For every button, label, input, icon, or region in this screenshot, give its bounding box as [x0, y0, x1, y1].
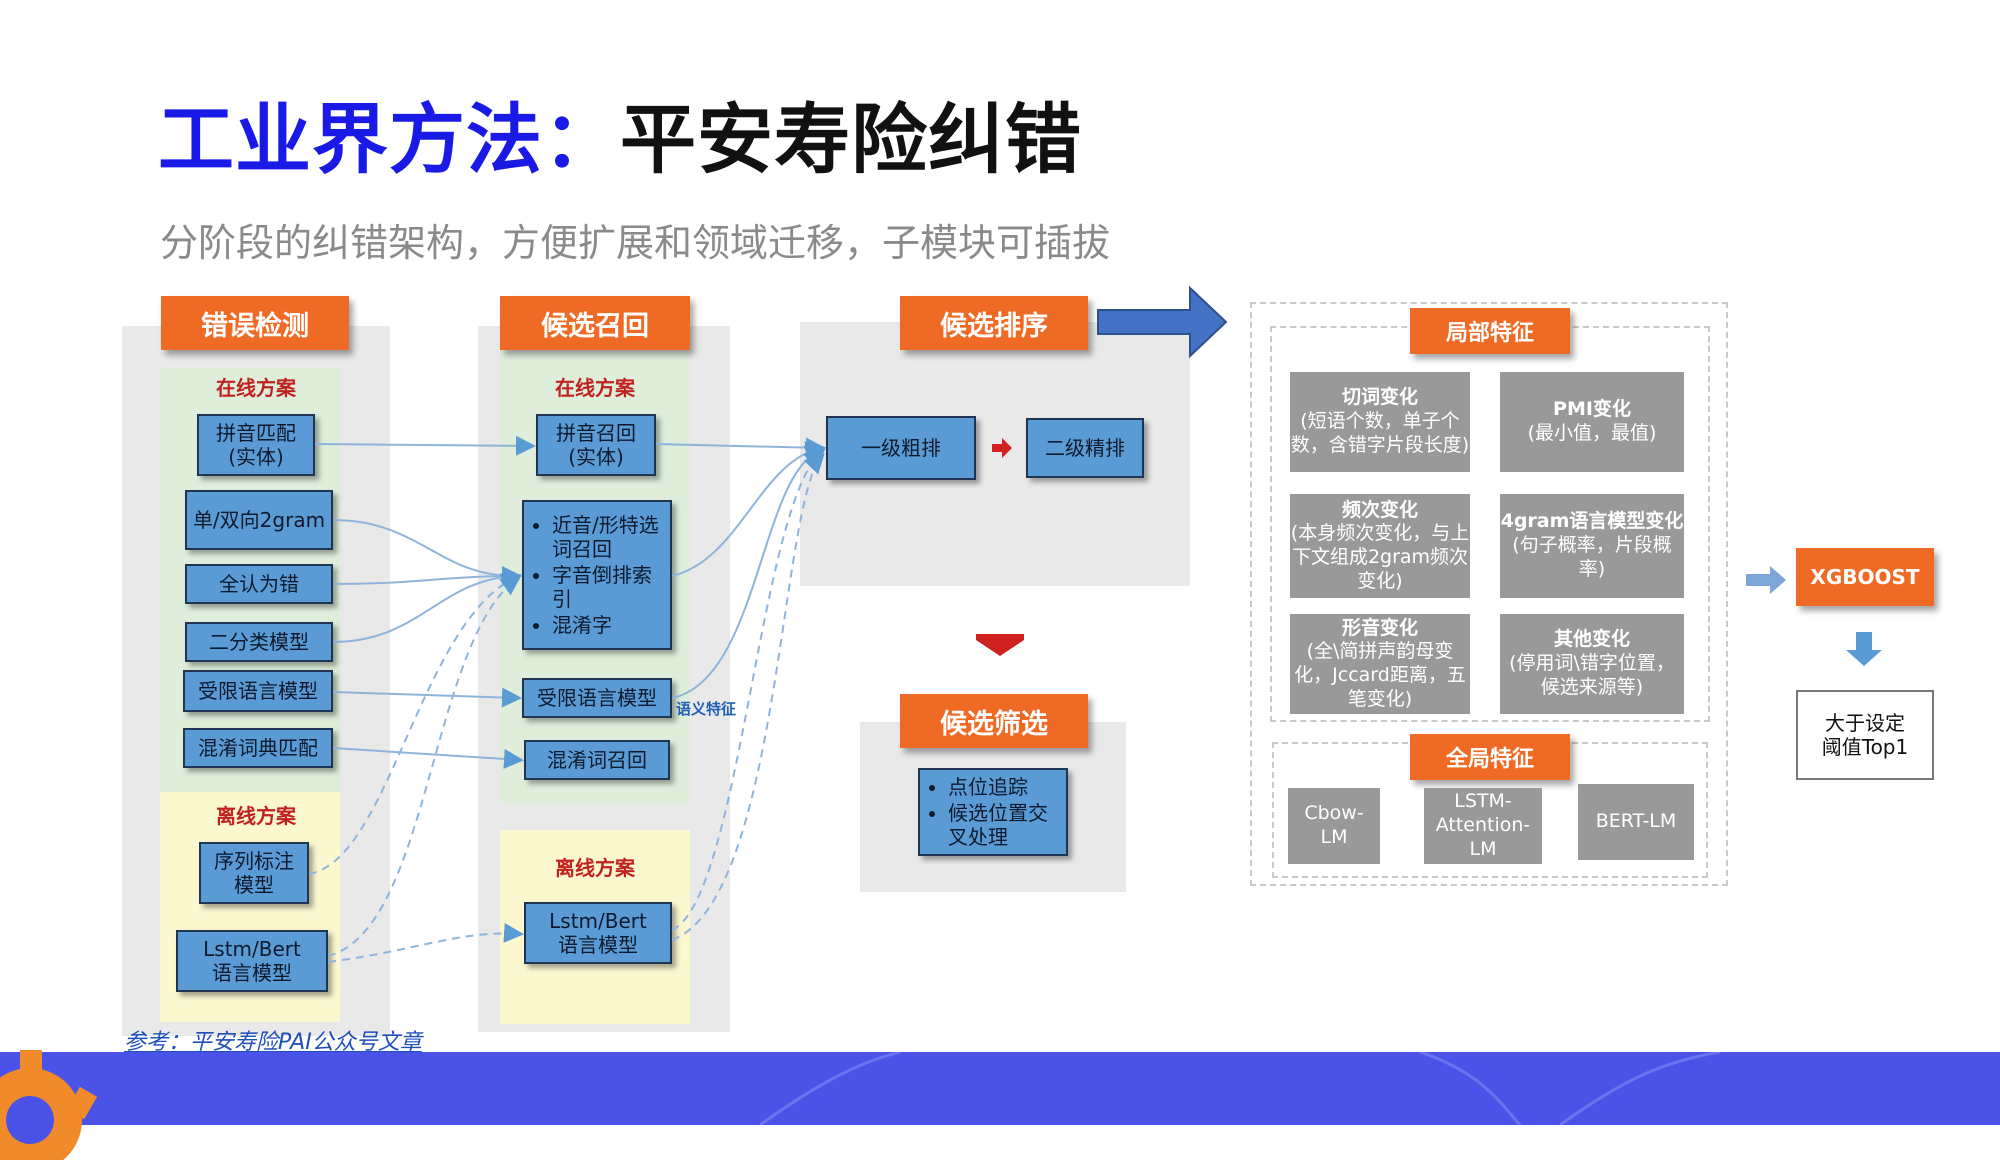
feature-card-pmi: PMI变化 (最小值，最值)	[1500, 372, 1684, 472]
recall-bullets-box: 近音/形特选词召回 字音倒排索引 混淆字	[522, 500, 672, 650]
ranking-header: 候选排序	[900, 296, 1088, 350]
ranking-stage2-box: 二级精排	[1026, 418, 1144, 478]
ranking-stage1-box: 一级粗排	[826, 416, 976, 480]
feature-card-body: (句子概率，片段概率)	[1512, 534, 1672, 580]
feature-card-body: (全\简拼声韵母变化，Jccard距离，五笔变化)	[1294, 640, 1466, 710]
connector-arrow	[332, 687, 522, 708]
feature-card-other: 其他变化 (停用词\错字位置，候选来源等)	[1500, 614, 1684, 714]
recall-bullet: 混淆字	[552, 613, 670, 637]
solid-connectors	[314, 435, 826, 769]
detect-seq-label-box: 序列标注 模型	[199, 842, 309, 904]
detect-2gram-box: 单/双向2gram	[185, 490, 333, 550]
feature-card-body: (停用词\错字位置，候选来源等)	[1509, 652, 1675, 698]
big-right-arrow	[1097, 285, 1228, 359]
connector-layer	[308, 285, 1882, 963]
footer-band	[0, 1052, 2000, 1125]
feature-card-title: 4gram语言模型变化	[1500, 510, 1684, 533]
detection-online-label: 在线方案	[216, 376, 296, 400]
global-features-header: 全局特征	[1410, 734, 1570, 780]
feature-card-title: 切词变化	[1341, 386, 1418, 409]
connector-arrow	[332, 566, 522, 643]
global-cbow-lm: Cbow- LM	[1288, 788, 1380, 864]
detection-offline-label: 离线方案	[216, 804, 296, 828]
global-bert-lm: BERT-LM	[1578, 784, 1694, 860]
detect-allwrong-box: 全认为错	[185, 564, 333, 604]
recall-header: 候选召回	[500, 296, 690, 350]
threshold-box: 大于设定 阈值Top1	[1796, 690, 1934, 780]
feature-card-title: 频次变化	[1341, 498, 1418, 521]
recall-confusion-box: 混淆词召回	[524, 740, 670, 780]
filtering-bullet-list: 点位追踪 候选位置交叉处理	[920, 773, 1066, 851]
reference-link[interactable]: 参考：平安寿险PAI公众号文章	[124, 1030, 422, 1055]
connector-arrow	[671, 445, 826, 699]
feature-card-title: 其他变化	[1553, 628, 1630, 651]
connector-arrow	[671, 453, 825, 941]
title-black: 平安寿险纠错	[620, 95, 1082, 184]
detect-pinyin-box: 拼音匹配 (实体)	[197, 414, 315, 476]
detect-binary-box: 二分类模型	[185, 622, 333, 662]
feature-card-cut: 切词变化 (短语个数，单子个数，含错字片段长度)	[1290, 372, 1470, 472]
semantic-feature-label: 语义特征	[676, 700, 737, 718]
global-lstm-attention-lm: LSTM- Attention- LM	[1424, 788, 1542, 864]
features-outer-box	[1250, 302, 1728, 886]
detect-lstm-bert-box: Lstm/Bert 语言模型	[176, 930, 328, 992]
feature-card-body: (本身频次变化，与上下文组成2gram频次变化)	[1290, 522, 1470, 592]
detect-restricted-lm-box: 受限语言模型	[183, 670, 333, 712]
page-title: 工业界方法：平安寿险纠错	[158, 78, 1082, 188]
down-red-arrow	[976, 634, 1024, 656]
feature-card-shape: 形音变化 (全\简拼声韵母变化，Jccard距离，五笔变化)	[1290, 614, 1470, 714]
connector-arrow	[314, 435, 536, 456]
connector-arrow	[332, 747, 524, 769]
recall-restricted-lm-box: 受限语言模型	[522, 678, 672, 718]
recall-offline-label: 离线方案	[555, 856, 635, 880]
connector-arrow	[332, 519, 522, 587]
connector-arrow	[671, 441, 826, 577]
connector-arrow	[327, 922, 524, 963]
detect-confusion-box: 混淆词典匹配	[183, 728, 333, 768]
xgboost-box: XGBOOST	[1796, 548, 1934, 606]
ranking-arrow	[992, 438, 1012, 458]
filtering-bullet: 点位追踪	[948, 775, 1066, 799]
feature-card-freq: 频次变化 (本身频次变化，与上下文组成2gram频次变化)	[1290, 494, 1470, 598]
filtering-bullet: 候选位置交叉处理	[948, 801, 1066, 849]
footer-decoration	[759, 1052, 1721, 1125]
feature-card-title: PMI变化	[1553, 398, 1631, 421]
dashed-connectors	[308, 449, 826, 963]
filtering-bullets-box: 点位追踪 候选位置交叉处理	[918, 768, 1068, 856]
threshold-arrow	[1846, 632, 1882, 666]
recall-lstm-bert-box: Lstm/Bert 语言模型	[524, 902, 672, 964]
local-features-header: 局部特征	[1410, 308, 1570, 354]
feature-card-body: (短语个数，单子个数，含错字片段长度)	[1290, 410, 1470, 456]
recall-pinyin-box: 拼音召回 (实体)	[536, 414, 656, 476]
recall-online-label: 在线方案	[555, 376, 635, 400]
recall-bullet-list: 近音/形特选词召回 字音倒排索引 混淆字	[524, 511, 670, 639]
feature-card-body: (最小值，最值)	[1527, 422, 1657, 444]
connector-arrow	[671, 449, 826, 931]
gear-icon	[0, 1050, 130, 1164]
connector-arrow	[327, 575, 522, 957]
subtitle: 分阶段的纠错架构，方便扩展和领域迁移，子模块可插拔	[160, 221, 1111, 265]
xgboost-arrow	[1746, 566, 1786, 594]
connector-arrow	[308, 573, 522, 875]
feature-card-4gram: 4gram语言模型变化 (句子概率，片段概率)	[1500, 494, 1684, 598]
title-blue: 工业界方法：	[158, 95, 620, 184]
recall-bullet: 字音倒排索引	[552, 563, 670, 611]
filtering-header: 候选筛选	[900, 694, 1088, 748]
connector-arrow	[332, 566, 522, 587]
feature-card-title: 形音变化	[1341, 616, 1418, 639]
recall-bullet: 近音/形特选词召回	[552, 513, 670, 561]
detection-header: 错误检测	[161, 296, 349, 350]
connector-arrow	[655, 437, 826, 458]
